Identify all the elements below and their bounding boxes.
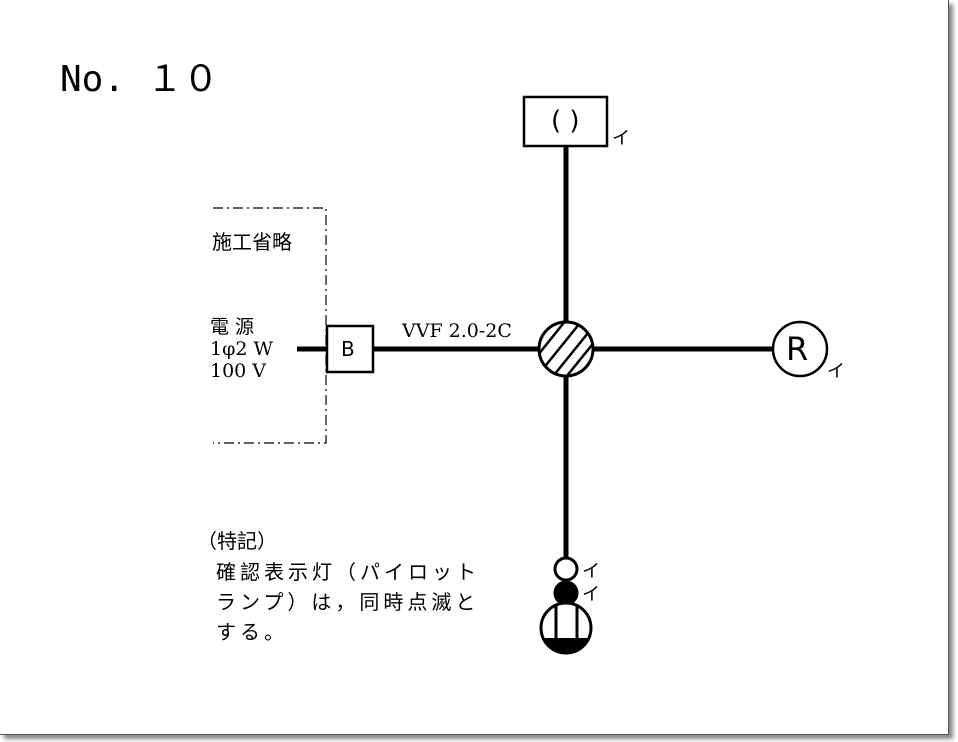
breaker-label: B <box>341 337 355 361</box>
omitted-label: 施工省略 <box>212 230 292 254</box>
cable-label: VVF 2.0-2C <box>402 320 512 342</box>
receptacle-switch-label: イ <box>827 361 845 382</box>
notes-heading: （特記） <box>197 529 277 553</box>
top-switch-label: イ <box>612 128 630 149</box>
receptacle-label: R <box>786 330 809 368</box>
switch-label: イ <box>582 584 600 605</box>
top-fixture-symbol: ( ) <box>551 106 580 136</box>
notes-line-3: する。 <box>216 620 288 644</box>
power-source-label: 電 源 <box>210 316 255 338</box>
switch-dot-icon <box>553 580 579 606</box>
notes-line-1: 確認表示灯（パイロット <box>216 560 480 584</box>
power-phase-label: 1φ2 W <box>210 338 274 360</box>
receptacle-icon <box>771 320 829 378</box>
omitted-area-border <box>213 207 327 444</box>
power-voltage-label: 100 V <box>210 360 267 382</box>
top-fixture-box <box>522 95 609 148</box>
page-title: No. １０ <box>60 59 219 100</box>
notes-line-2: ランプ）は，同時点滅と <box>216 590 480 614</box>
pilot-lamp-icon <box>553 556 579 582</box>
switch-icon <box>539 601 593 655</box>
pilot-lamp-label: イ <box>582 561 600 582</box>
